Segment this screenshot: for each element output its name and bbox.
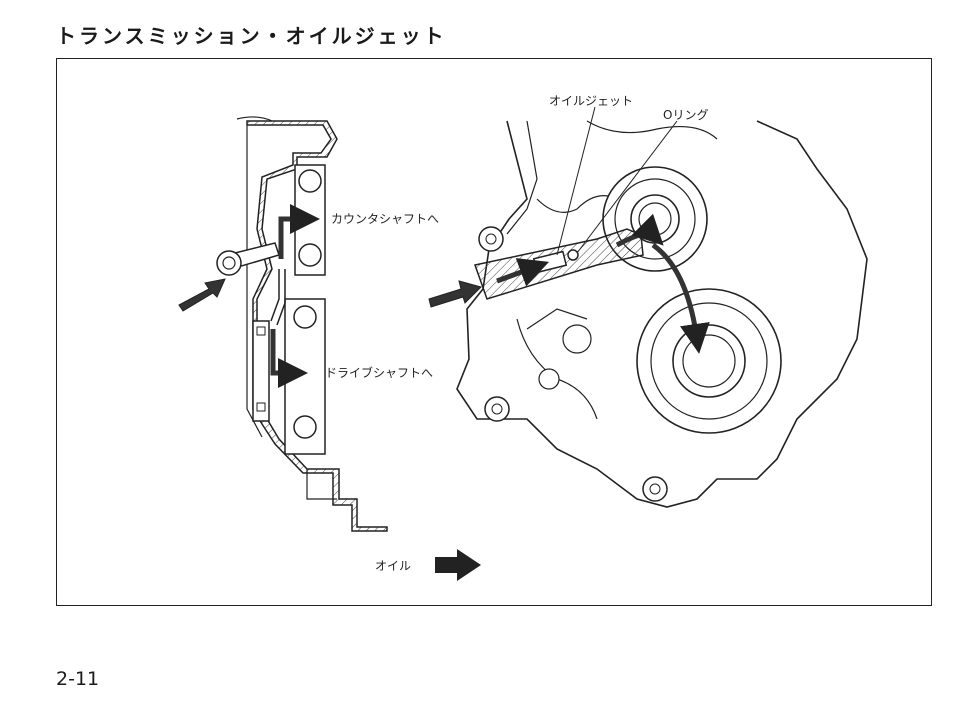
- label-to-driveshaft: ドライブシャフトへ: [325, 365, 433, 380]
- seal-block: [252, 320, 270, 422]
- oil-flow-arrow-drive: [651, 242, 710, 354]
- page-number: 2-11: [56, 668, 100, 690]
- right-cutaway-view: オイルジェット Oリング: [428, 94, 868, 508]
- case-wall-section: [246, 120, 388, 532]
- oil-inlet-arrow: [428, 280, 482, 308]
- oil-legend: オイル: [375, 549, 481, 581]
- oil-flow-arrow-down: [270, 329, 308, 388]
- bearing-ball-icon: [298, 169, 322, 193]
- oil-flow-arrow-up: [278, 204, 320, 259]
- oil-flow-arrow-jet: [496, 258, 550, 287]
- oil-inlet-arrow: [178, 278, 226, 312]
- left-section-view: カウンタシャフトへ ドライブシャフトへ: [178, 116, 439, 532]
- label-oil-jet: オイルジェット: [549, 94, 633, 108]
- page-title: トランスミッション・オイルジェット: [56, 24, 447, 48]
- case-outline: [456, 120, 868, 508]
- bearing-ball-icon: [298, 243, 322, 267]
- driveshaft-bearing: [636, 288, 782, 434]
- bearing-ball-icon: [293, 415, 317, 439]
- label-o-ring: Oリング: [663, 108, 708, 122]
- legend-oil-arrow-icon: [435, 549, 481, 581]
- transmission-oil-jet-diagram: カウンタシャフトへ ドライブシャフトへ: [178, 94, 868, 581]
- legend-oil-label: オイル: [375, 559, 411, 573]
- bearing-ball-icon: [293, 305, 317, 329]
- o-ring-icon: [567, 249, 579, 261]
- oil-flow-arrow-counter: [615, 213, 664, 248]
- figure-frame: カウンタシャフトへ ドライブシャフトへ: [56, 58, 932, 606]
- label-to-countershaft: カウンタシャフトへ: [331, 212, 439, 226]
